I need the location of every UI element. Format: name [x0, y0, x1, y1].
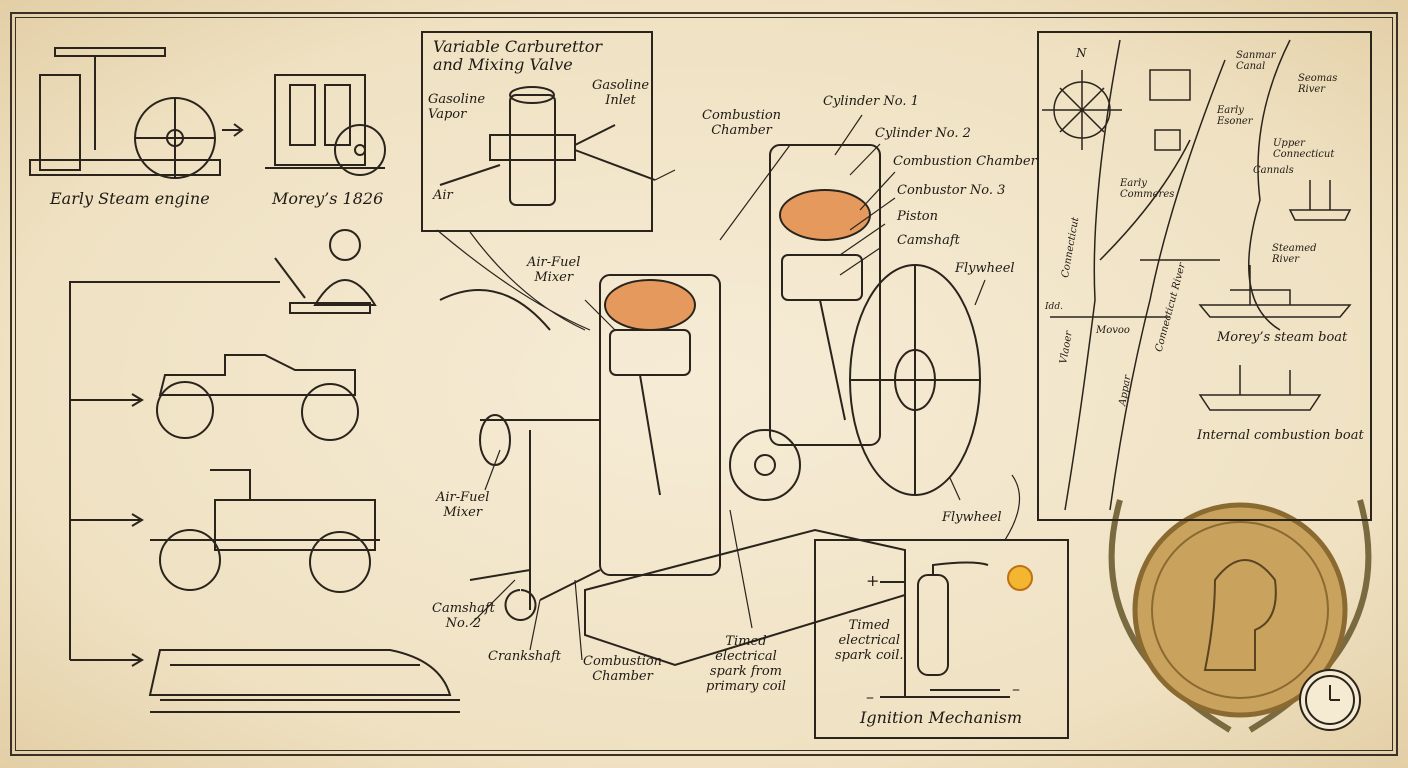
- label-early-steam-engine: Early Steam engine: [50, 190, 210, 208]
- label-combustion-chamber-top: Combustion Chamber: [702, 108, 781, 138]
- label-camshaft: Camshaft: [897, 233, 960, 248]
- map-label: Early Esoner: [1217, 105, 1253, 127]
- arrow-icon: [132, 394, 142, 666]
- label-steam-boat: Morey’s steam boat: [1217, 330, 1347, 345]
- minus-terminal-2: –: [1012, 680, 1020, 698]
- plus-terminal: +: [866, 572, 879, 590]
- minus-terminal: –: [866, 688, 874, 706]
- label-air-fuel-mixer-top: Air-Fuel Mixer: [527, 255, 580, 285]
- label-air: Air: [433, 188, 453, 203]
- label-combustion-chamber-bottom: Combustion Chamber: [583, 654, 662, 684]
- early-car-drawing: [157, 355, 358, 440]
- engine-car-drawing: [150, 470, 380, 592]
- high-speed-train-drawing: [150, 650, 460, 712]
- label-air-fuel-mixer-bottom: Air-Fuel Mixer: [436, 490, 489, 520]
- map-label: Seomas River: [1298, 73, 1337, 95]
- map-label: Movoo: [1096, 323, 1130, 338]
- map-label: Steamed River: [1272, 243, 1317, 265]
- label-camshaft-2: Camshaft No. 2: [432, 601, 495, 631]
- label-flywheel-top: Flywheel: [955, 261, 1015, 276]
- carburettor-title: Variable Carburettor and Mixing Valve: [433, 38, 602, 74]
- label-crankshaft: Crankshaft: [488, 649, 561, 664]
- label-spark-coil: Timed electrical spark coil.: [835, 618, 904, 663]
- label-piston: Piston: [897, 209, 938, 224]
- arrow-icon: [222, 124, 242, 136]
- moreys-engine-drawing: [265, 75, 385, 175]
- map-label: Sanmar Canal: [1236, 50, 1275, 72]
- map-inset-box: [1037, 31, 1372, 521]
- label-combustion-boat: Internal combustion boat: [1197, 428, 1364, 443]
- map-label: Idd.: [1045, 300, 1063, 315]
- label-cylinder-2: Cylinder No. 2: [875, 126, 971, 141]
- map-label: Upper Connecticut: [1273, 138, 1334, 160]
- label-cylinder-1: Cylinder No. 1: [823, 94, 919, 109]
- label-moreys-1826: Morey’s 1826: [272, 190, 383, 208]
- map-label: Cannals: [1253, 165, 1294, 176]
- label-combustion-chamber-right: Combustion Chamber: [893, 154, 1037, 169]
- label-gasoline-inlet: Gasoline Inlet: [592, 78, 649, 108]
- early-steam-engine-drawing: [30, 48, 220, 178]
- label-combustor-3: Conbustor No. 3: [897, 183, 1005, 198]
- label-gasoline-vapor: Gasoline Vapor: [428, 92, 485, 122]
- inventor-portrait-drawing: [275, 230, 375, 313]
- map-label: Early Commeres: [1120, 178, 1174, 200]
- label-flywheel-bottom: Flywheel: [942, 510, 1002, 525]
- medallion-drawing: [1112, 500, 1369, 730]
- label-timed-spark: Timed electrical spark from primary coil: [706, 634, 786, 694]
- map-north: N: [1076, 46, 1087, 61]
- ignition-title: Ignition Mechanism: [860, 709, 1022, 727]
